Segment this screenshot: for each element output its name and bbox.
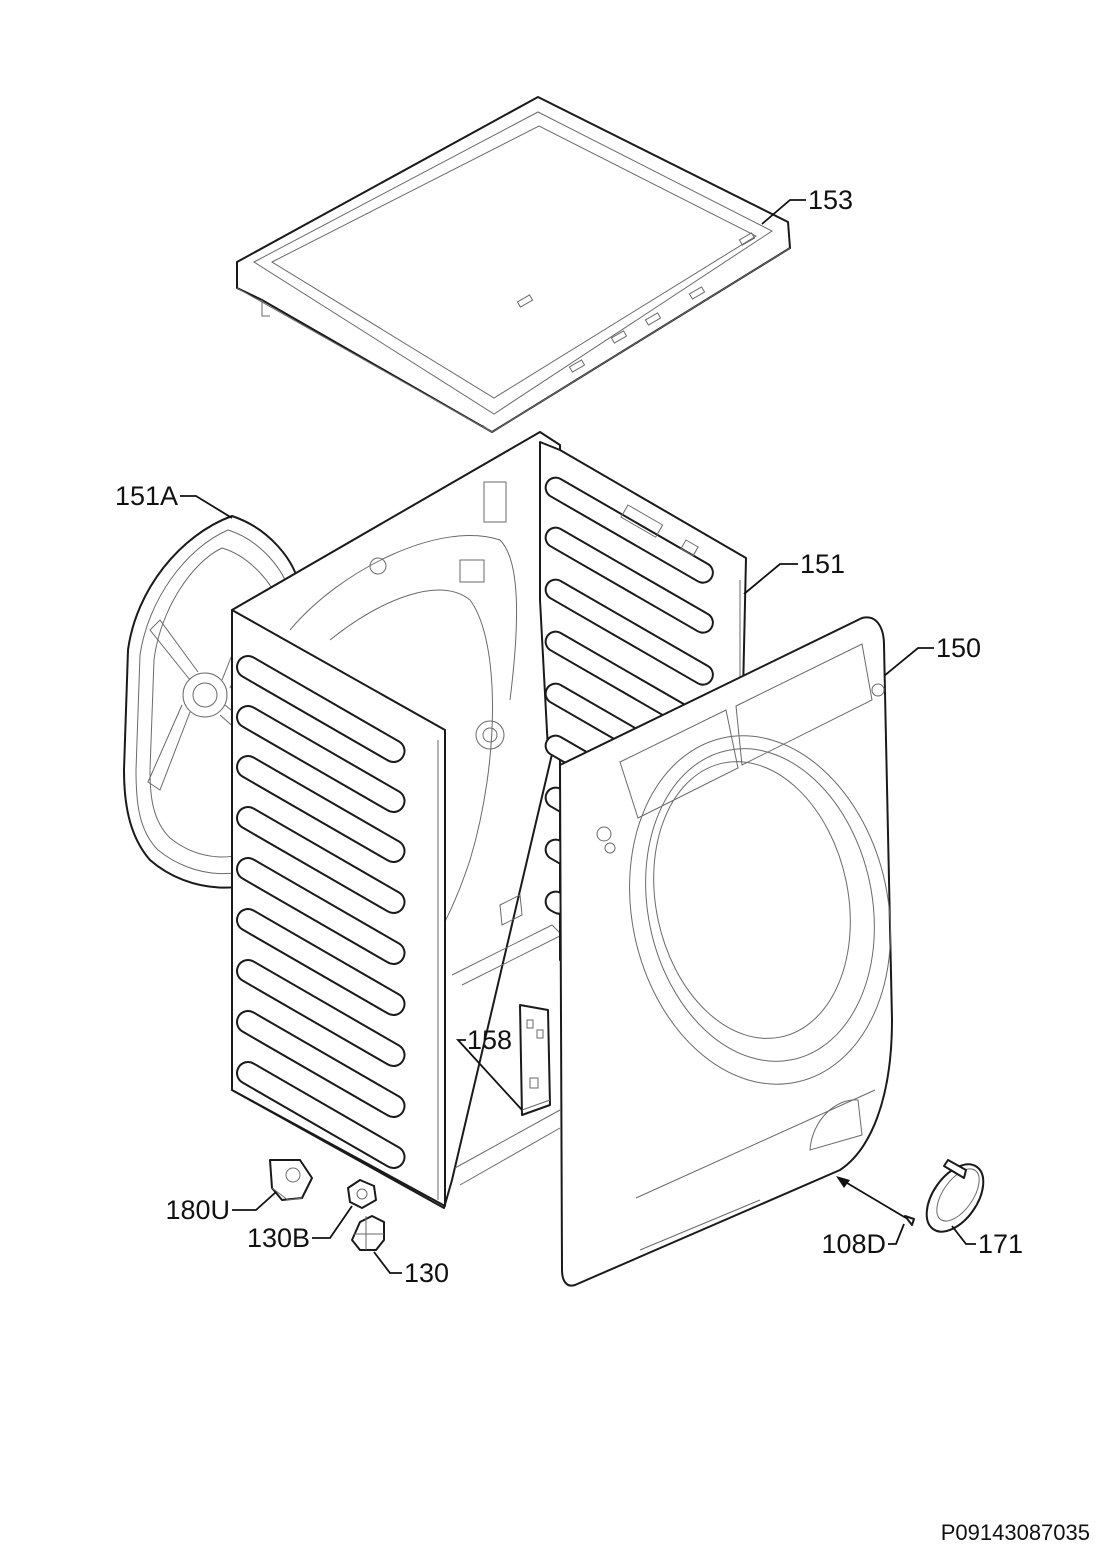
- callout-130b: 130B: [247, 1223, 310, 1253]
- callout-151: 151: [800, 549, 845, 579]
- top-cover-part: [236, 96, 791, 433]
- callout-153: 153: [808, 185, 853, 215]
- clamp-part: [269, 1159, 313, 1201]
- screw-part: [904, 1215, 915, 1226]
- diagram-reference-code: P09143087035: [941, 1520, 1090, 1545]
- callout-180u: 180U: [165, 1195, 230, 1225]
- callout-150: 150: [936, 633, 981, 663]
- callout-158: 158: [467, 1025, 512, 1055]
- leader-lines: [180, 199, 976, 1274]
- callout-151a: 151A: [115, 481, 178, 511]
- callout-108d: 108D: [821, 1229, 886, 1259]
- bracket-part: [519, 1004, 551, 1116]
- left-side-panel-part: [231, 609, 446, 1207]
- foot-nut-part: [347, 1179, 377, 1209]
- foot-part: [351, 1215, 385, 1251]
- cap-part: [925, 1159, 985, 1233]
- callout-171: 171: [978, 1229, 1023, 1259]
- callout-130: 130: [404, 1258, 449, 1288]
- front-panel-part: [559, 616, 893, 1287]
